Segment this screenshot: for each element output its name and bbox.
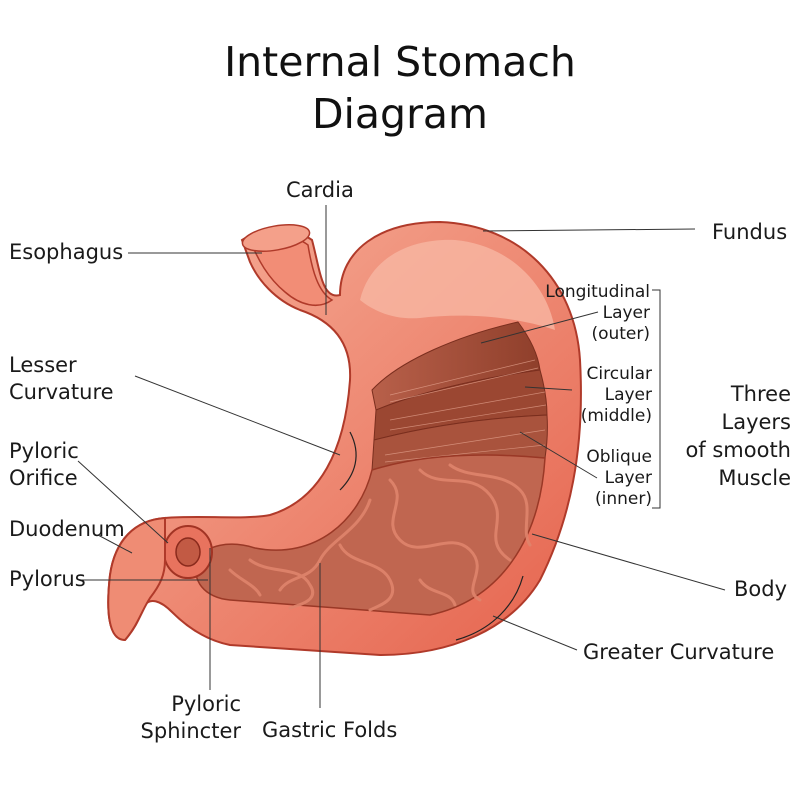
label-lesser-line1: Lesser — [9, 353, 77, 377]
label-circular-line3: (middle) — [580, 406, 652, 426]
inner-lining — [195, 454, 546, 616]
label-gastric-folds: Gastric Folds — [262, 718, 398, 742]
label-oblique-line3: (inner) — [595, 489, 652, 509]
gastric-folds — [228, 463, 532, 612]
label-pyloric-orifice-line1: Pyloric — [9, 439, 79, 463]
label-longitudinal-line2: Layer — [602, 303, 650, 323]
label-greater-curvature: Greater Curvature — [583, 640, 775, 664]
label-pyloric-sphincter-line1: Pyloric — [171, 692, 241, 716]
label-pylorus: Pylorus — [9, 567, 86, 591]
label-body: Body — [734, 577, 788, 601]
page-title-line2: Diagram — [311, 90, 489, 138]
label-esophagus: Esophagus — [9, 240, 124, 264]
label-duodenum: Duodenum — [9, 517, 125, 541]
label-longitudinal-line3: (outer) — [591, 324, 650, 344]
label-longitudinal-line1: Longitudinal — [545, 282, 650, 302]
label-pyloric-sphincter: Pyloric Sphincter — [120, 691, 241, 745]
label-oblique-layer: Oblique Layer (inner) — [520, 447, 652, 510]
label-lesser-line2: Curvature — [9, 380, 114, 404]
label-lesser-curvature: Lesser Curvature — [9, 352, 114, 406]
label-three-layers: Three Layers of smooth Muscle — [650, 380, 791, 492]
label-circular-line2: Layer — [604, 385, 652, 405]
esophagus-opening — [241, 224, 311, 252]
label-longitudinal-layer: Longitudinal Layer (outer) — [520, 282, 650, 345]
label-oblique-line2: Layer — [604, 468, 652, 488]
label-fundus: Fundus — [712, 220, 788, 244]
curvature-arcs — [339, 431, 524, 641]
label-pyloric-orifice: Pyloric Orifice — [9, 438, 79, 492]
label-circular-layer: Circular Layer (middle) — [520, 364, 652, 427]
label-pyloric-sphincter-line2: Sphincter — [140, 719, 241, 743]
fundus-highlight — [360, 239, 555, 330]
label-oblique-line1: Oblique — [586, 447, 652, 467]
label-three-layers-line4: Muscle — [718, 466, 791, 490]
label-cardia: Cardia — [286, 178, 354, 202]
label-circular-line1: Circular — [586, 364, 652, 384]
label-three-layers-line1: Three — [730, 382, 791, 406]
label-three-layers-line3: of smooth — [685, 438, 791, 462]
pyloric-orifice-shape — [175, 537, 201, 567]
leader-lines — [77, 205, 726, 708]
label-pyloric-orifice-line2: Orifice — [9, 466, 78, 490]
muscle-layers — [371, 321, 548, 471]
label-three-layers-line2: Layers — [721, 410, 792, 434]
page-title-line1: Internal Stomach — [224, 38, 576, 86]
